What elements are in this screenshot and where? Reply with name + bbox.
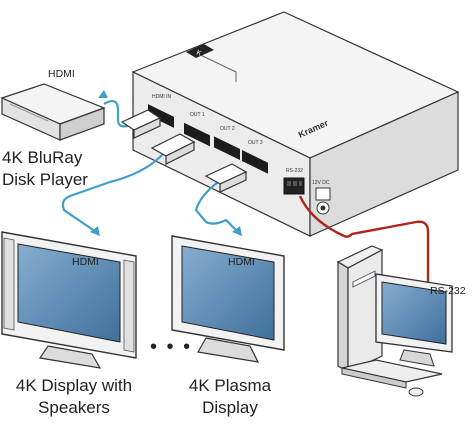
- port-rs232-label: RS-232: [286, 168, 303, 174]
- label-display-right-line1: 4K Plasma: [188, 376, 272, 395]
- display-left-speaker-l: [3, 237, 15, 331]
- hdmi-cable-output-right: [194, 181, 239, 233]
- device-top-seam: [189, 49, 237, 82]
- port-hdmi-out3: OUT 3: [242, 140, 268, 174]
- label-bluray-line1: 4K BluRay: [2, 148, 83, 167]
- display-right-stand: [197, 337, 260, 363]
- hdmi-plug-input: [120, 109, 162, 139]
- cable-arrows: [90, 90, 242, 236]
- hdmi-cable-output-left: [61, 147, 169, 233]
- display-right: [171, 235, 285, 363]
- label-hdmi-input: HDMI: [48, 68, 75, 80]
- computer: [336, 245, 453, 397]
- port-hdmi-out1: OUT 1: [184, 112, 210, 147]
- arrow-left-display: [90, 226, 100, 236]
- logo-mark-k: K: [195, 49, 202, 57]
- label-display-left-line2: Speakers: [38, 398, 110, 417]
- display-left-screen: [17, 243, 121, 343]
- port-power-label: 12V DC: [312, 180, 330, 186]
- port-out1-label: OUT 1: [190, 112, 205, 118]
- arrow-right-display: [232, 226, 242, 236]
- label-bluray-line2: Disk Player: [2, 170, 88, 189]
- port-hdmi-out2: OUT 2: [214, 126, 240, 161]
- label-hdmi-left-display: HDMI: [72, 256, 99, 268]
- pc-monitor-screen: [381, 281, 447, 345]
- display-left: [1, 231, 137, 369]
- port-rs232: RS-232: [283, 168, 305, 195]
- port-out3-label: OUT 3: [248, 140, 263, 146]
- pc-mouse: [408, 387, 424, 397]
- port-out2-label: OUT 2: [220, 126, 235, 132]
- arrow-bluray: [98, 90, 108, 98]
- rs232-cable: [298, 195, 430, 292]
- pc-tower-side: [337, 260, 349, 374]
- label-display-right-line2: Display: [202, 398, 258, 417]
- ellipsis-more-displays: • • •: [150, 336, 193, 358]
- hdmi-cable-input: [103, 100, 129, 128]
- label-hdmi-right-display: HDMI: [228, 256, 255, 268]
- pc-keyboard-edge: [341, 367, 407, 389]
- kramer-logo: K: [186, 44, 214, 58]
- hdmi-cables: [61, 100, 239, 233]
- port-in-label: HDMI IN: [152, 94, 172, 100]
- bluray-player: [0, 83, 106, 141]
- label-rs232: RS-232: [430, 285, 466, 297]
- label-display-left-line1: 4K Display with: [15, 376, 133, 395]
- port-power: 12V DC: [312, 180, 331, 215]
- port-hdmi-in: HDMI IN: [148, 94, 174, 128]
- pc-drive-bay: [352, 270, 376, 288]
- pc-monitor-stand: [399, 349, 435, 367]
- hdmi-plug-out1: [150, 133, 196, 165]
- display-left-stand: [38, 345, 102, 369]
- display-right-screen: [181, 245, 275, 341]
- distributor-device: K Kramer HDMI IN OUT 1 OUT 2 OUT 3 RS-23…: [131, 11, 460, 237]
- display-left-speaker-r: [123, 259, 135, 353]
- hdmi-plug-out3: [204, 163, 248, 193]
